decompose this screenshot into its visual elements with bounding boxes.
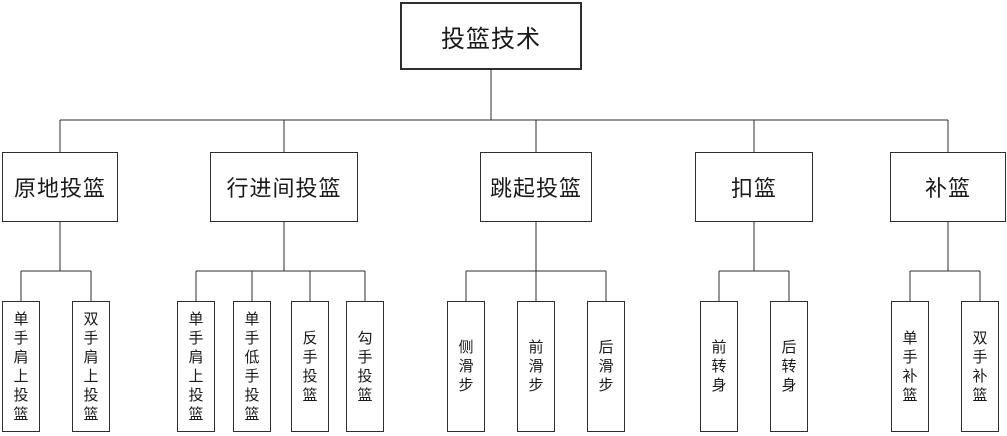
- root-node-shooting-technique: 投篮技术: [400, 2, 582, 70]
- leaf-node-two-hand-tip-in: 双手补篮: [961, 301, 999, 432]
- leaf-node-one-hand-underhand-layup: 单手低手投篮: [233, 301, 271, 432]
- leaf-node-back-pivot: 后转身: [770, 301, 808, 432]
- branch-node-jump-shot: 跳起投篮: [480, 152, 592, 222]
- branch-node-moving-shot: 行进间投篮: [210, 152, 358, 222]
- leaf-node-two-hand-overhead-shot: 双手肩上投篮: [72, 301, 110, 432]
- branch-node-tip-in: 补篮: [890, 152, 1006, 222]
- leaf-node-one-hand-overhead-layup: 单手肩上投篮: [177, 301, 215, 432]
- branch-node-dunk: 扣篮: [695, 152, 813, 222]
- leaf-node-front-slide-step: 前滑步: [517, 301, 555, 432]
- leaf-node-one-hand-tip-in: 单手补篮: [891, 301, 929, 432]
- leaf-node-one-hand-overhead-shot: 单手肩上投篮: [2, 301, 40, 432]
- leaf-node-hook-shot: 勾手投篮: [346, 301, 384, 432]
- leaf-node-reverse-shot: 反手投篮: [291, 301, 329, 432]
- branch-node-standing-shot: 原地投篮: [2, 152, 118, 222]
- leaf-node-side-slide-step: 侧滑步: [447, 301, 485, 432]
- leaf-node-front-pivot: 前转身: [700, 301, 738, 432]
- leaf-node-back-slide-step: 后滑步: [587, 301, 625, 432]
